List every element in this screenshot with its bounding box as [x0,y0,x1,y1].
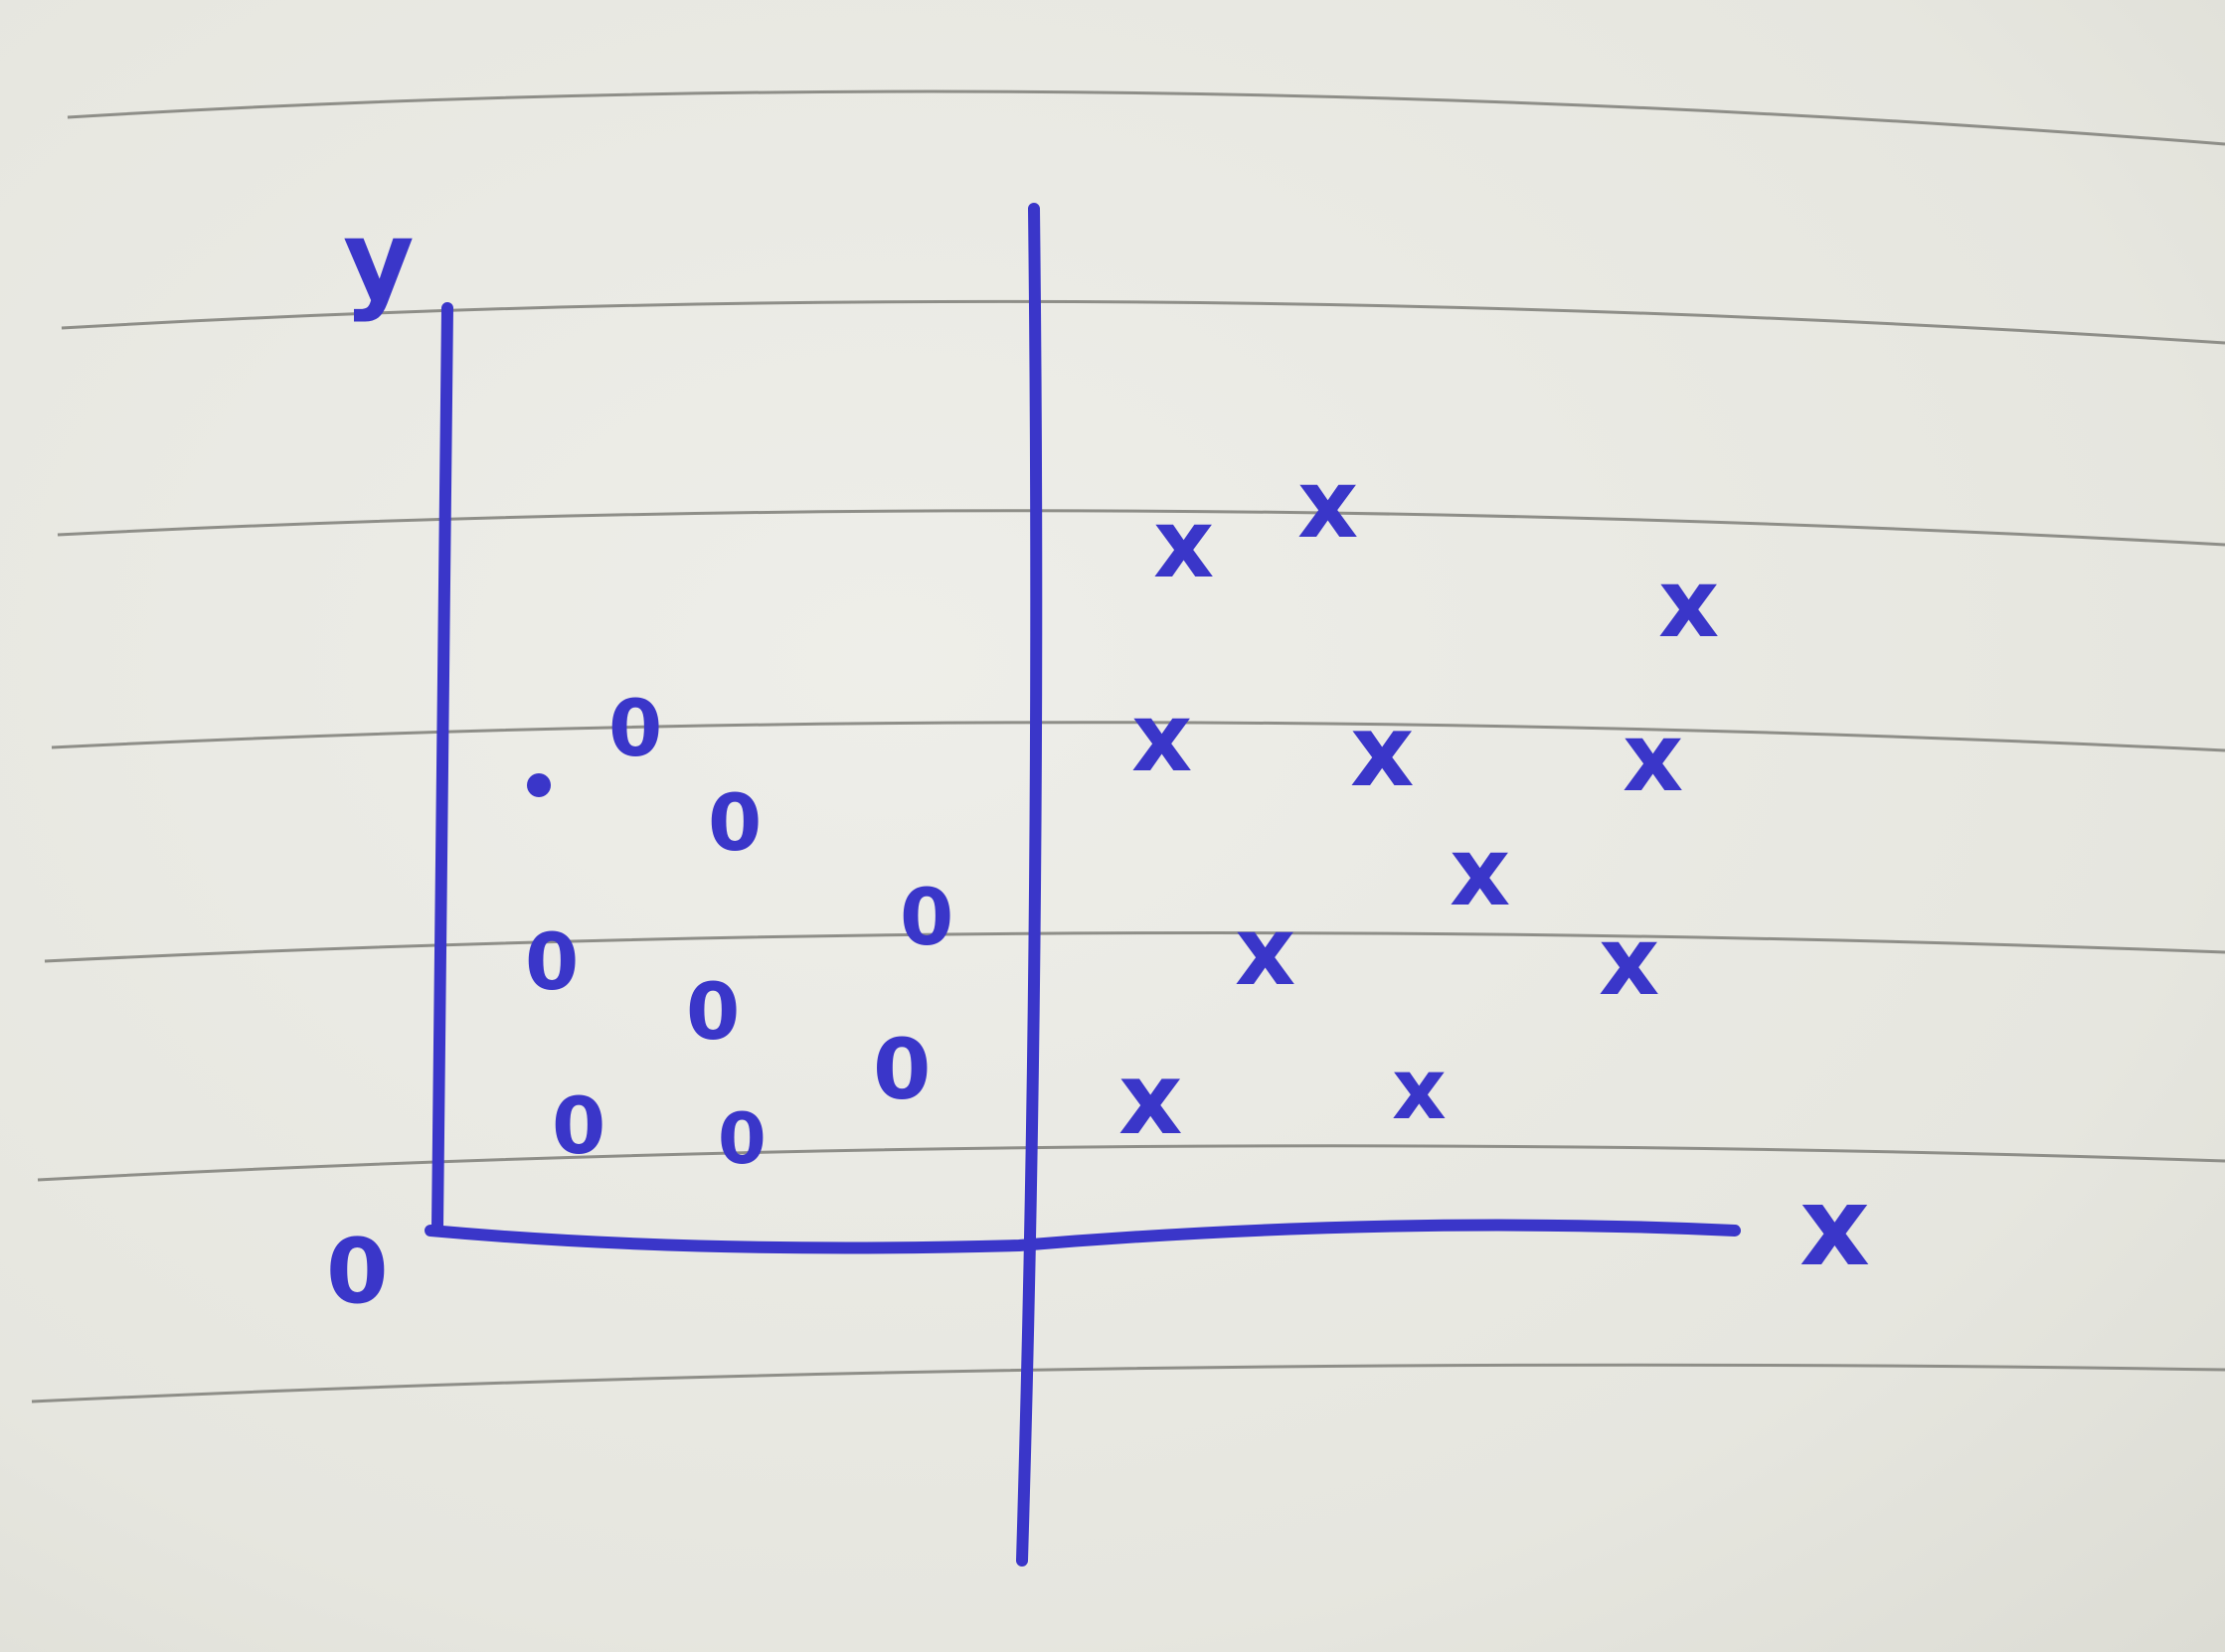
ruled-line [57,509,2225,547]
ruled-line [67,89,2225,146]
ruled-line [51,721,2225,752]
o-point: 0 [608,685,662,774]
axis-labels: y x 0 [326,197,1870,1324]
ruled-line [44,931,2225,963]
x-axis-line [425,1219,1741,1254]
origin-label: 0 [326,1220,389,1324]
o-point: 0 [708,779,762,869]
x-point: x [1297,450,1358,560]
x-point: x [1392,1041,1447,1139]
x-point: x [1450,818,1510,927]
ruled-lines [31,89,2225,1404]
x-point: x [1118,1041,1183,1157]
x-point: x [1131,684,1192,793]
x-point: x [1599,908,1659,1017]
o-point: 0 [552,1082,605,1172]
x-point: x [1658,550,1719,659]
x-point: x [1153,490,1214,599]
ruled-line [31,1363,2225,1404]
axes [425,203,1741,1567]
o-point-dot [527,773,551,797]
o-point: 0 [718,1098,767,1180]
x-axis-label: x [1799,1163,1870,1290]
o-point: 0 [873,1021,931,1118]
decision-boundary-line [1016,203,1043,1567]
x-point: x [1350,693,1415,809]
x-point: x [1623,704,1683,813]
y-axis-label: y [343,197,415,324]
ruled-line [37,1144,2225,1182]
o-point: 0 [900,874,953,963]
ruled-line [61,299,2225,345]
o-point: 0 [525,918,579,1008]
class-x-points: x x x x x x x x x x x [1118,450,1719,1157]
y-axis-line [431,302,453,1234]
o-point: 0 [686,968,740,1058]
class-o-points: 0 0 0 0 0 0 0 0 [525,685,953,1180]
x-point: x [1235,898,1295,1007]
